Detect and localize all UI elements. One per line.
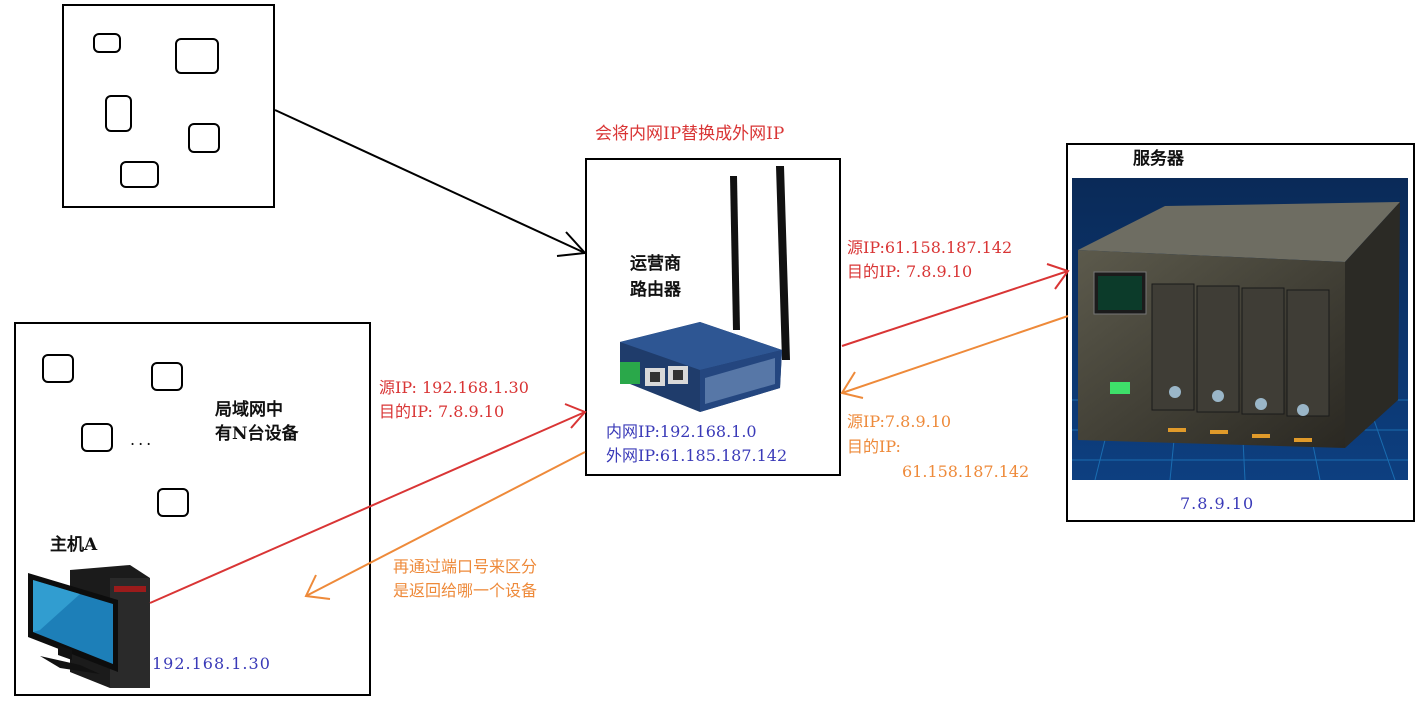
host-label: 主机A	[50, 535, 98, 555]
lan-ellipsis: ...	[130, 430, 155, 449]
device-icon	[105, 95, 132, 132]
device-icon	[93, 33, 121, 53]
router-label-line1: 运营商	[630, 254, 681, 274]
router-inner-ip: 内网IP:192.168.1.0	[606, 422, 757, 441]
device-icon	[175, 38, 219, 74]
device-icon	[42, 354, 74, 383]
right-request-line1: 源IP:61.158.187.142	[847, 238, 1013, 257]
server-title: 服务器	[1133, 149, 1184, 169]
server-box	[1066, 143, 1415, 522]
router-box	[585, 158, 841, 476]
lan-label-line1: 局域网中	[215, 400, 283, 420]
device-icon	[157, 488, 189, 517]
response-arrow-right	[840, 315, 1069, 399]
right-response-line3: 61.158.187.142	[902, 462, 1030, 481]
router-label-line2: 路由器	[630, 280, 681, 300]
right-response-line2: 目的IP:	[847, 437, 901, 456]
left-note-line2: 是返回给哪一个设备	[393, 581, 538, 600]
left-request-line1: 源IP: 192.168.1.30	[379, 378, 529, 397]
device-icon	[188, 123, 220, 153]
device-icon	[120, 161, 159, 188]
device-icon	[81, 423, 113, 452]
router-banner: 会将内网IP替换成外网IP	[595, 124, 785, 144]
server-ip: 7.8.9.10	[1180, 494, 1255, 513]
lan-label-line2: 有N台设备	[215, 424, 299, 444]
left-request-line2: 目的IP: 7.8.9.10	[379, 402, 505, 421]
right-request-line2: 目的IP: 7.8.9.10	[847, 262, 973, 281]
router-outer-ip: 外网IP:61.185.187.142	[606, 446, 788, 465]
right-response-line1: 源IP:7.8.9.10	[847, 412, 952, 431]
host-ip: 192.168.1.30	[152, 654, 271, 673]
connector-arrow	[274, 109, 588, 257]
left-note-line1: 再通过端口号来区分	[393, 557, 538, 576]
device-icon	[151, 362, 183, 391]
